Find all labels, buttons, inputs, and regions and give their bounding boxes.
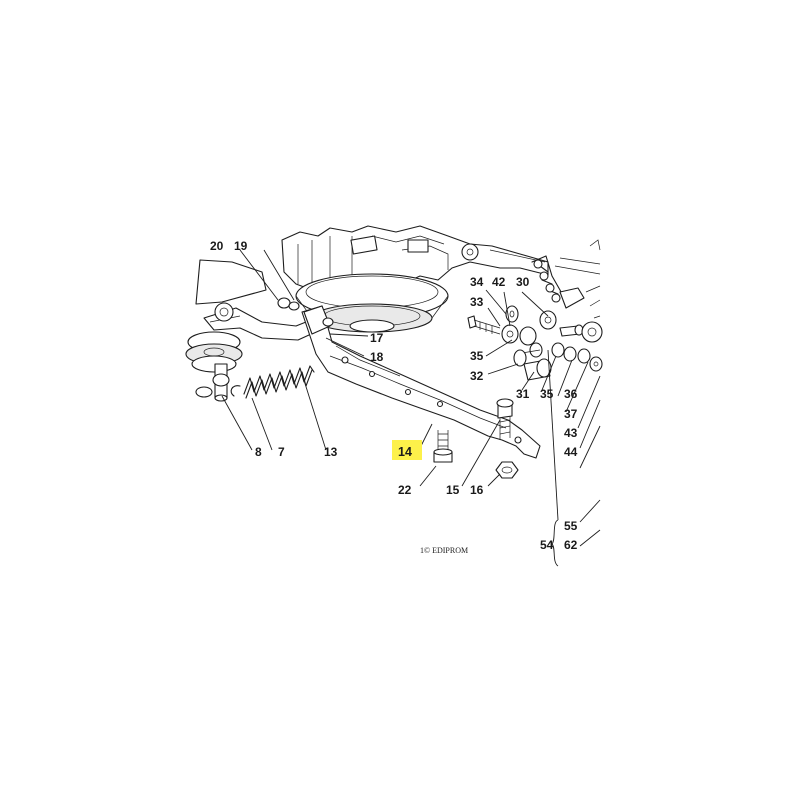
- callout-labels: 20 19 17 18 8 7 13 14 22 15 16 34 42 30 …: [210, 239, 578, 552]
- callout-7: 7: [278, 445, 285, 459]
- callout-22: 22: [398, 483, 412, 497]
- callout-54: 54: [540, 538, 554, 552]
- callout-13: 13: [324, 445, 338, 459]
- callout-43: 43: [564, 426, 578, 440]
- callout-37: 37: [564, 407, 578, 421]
- callout-44: 44: [564, 445, 578, 459]
- callout-18: 18: [370, 350, 384, 364]
- callout-62: 62: [564, 538, 578, 552]
- chain-assembly: [531, 255, 585, 309]
- callout-35-left: 35: [470, 349, 484, 363]
- callout-19: 19: [234, 239, 248, 253]
- callout-8: 8: [255, 445, 262, 459]
- callout-15: 15: [446, 483, 460, 497]
- engine-pulley: [295, 273, 449, 333]
- callout-42: 42: [492, 275, 506, 289]
- callout-55: 55: [564, 519, 578, 533]
- callout-34: 34: [470, 275, 484, 289]
- callout-33: 33: [470, 295, 484, 309]
- callout-36: 36: [564, 387, 578, 401]
- idler-arm-assembly: [185, 259, 321, 402]
- publisher-footer: 1© EDIPROM: [420, 546, 468, 555]
- callout-16: 16: [470, 483, 484, 497]
- callout-20: 20: [210, 239, 224, 253]
- callout-32: 32: [470, 369, 484, 383]
- leader-lines: [221, 249, 601, 567]
- callout-31: 31: [516, 387, 530, 401]
- callout-30: 30: [516, 275, 530, 289]
- callout-35-right: 35: [540, 387, 554, 401]
- callout-14: 14: [398, 445, 412, 459]
- bushes-19-20: [277, 297, 300, 311]
- nut-16: [495, 461, 519, 479]
- highlight-box: [392, 440, 422, 460]
- callout-17: 17: [370, 331, 384, 345]
- lever-arm-14: [301, 305, 541, 459]
- shaft-parts: [467, 285, 603, 381]
- bolt-15: [496, 398, 514, 440]
- tension-spring: [230, 365, 315, 399]
- bolt-22: [433, 430, 453, 463]
